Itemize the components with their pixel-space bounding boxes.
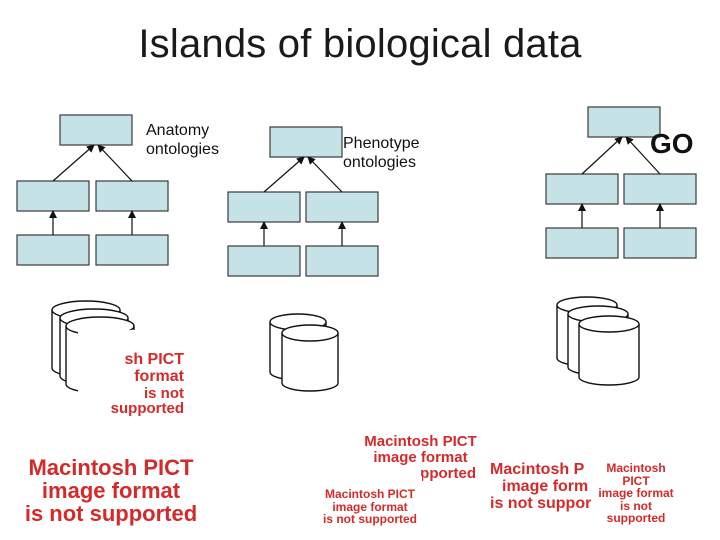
go-database-stack bbox=[556, 296, 640, 386]
go-ontology-tree bbox=[545, 106, 697, 259]
anatomy-root-node bbox=[59, 114, 133, 146]
phenotype-root-node bbox=[269, 126, 343, 158]
unsupported-image-placeholder: Macintosh PICT image format pported bbox=[361, 414, 480, 506]
anatomy-leaf-node-right bbox=[95, 234, 169, 266]
phenotype-edge bbox=[307, 156, 343, 193]
go-edge bbox=[581, 136, 623, 175]
go-leaf-node-right bbox=[623, 227, 697, 259]
anatomy-ontology-tree bbox=[16, 114, 169, 266]
phenotype-ontology-tree bbox=[227, 126, 379, 277]
go-label: GO bbox=[650, 128, 694, 159]
go-leaf-node-left bbox=[545, 227, 619, 259]
anatomy-child-node-left bbox=[16, 180, 90, 212]
phenotype-leaf-node-right bbox=[305, 245, 379, 277]
go-child-node-left bbox=[545, 173, 619, 205]
unsupported-image-placeholder: sh PICT format is not supported bbox=[78, 330, 184, 436]
phenotype-ontologies-label: Phenotype ontologies bbox=[343, 135, 420, 171]
anatomy-edge bbox=[52, 144, 95, 182]
slide-title: Islands of biological data bbox=[138, 22, 582, 66]
database-icon bbox=[578, 315, 640, 386]
phenotype-leaf-node-left bbox=[227, 245, 301, 277]
go-edge bbox=[625, 136, 661, 175]
phenotype-edge bbox=[263, 156, 305, 193]
database-icon bbox=[281, 324, 339, 392]
anatomy-child-node-right bbox=[95, 180, 169, 212]
phenotype-child-node-right bbox=[305, 191, 379, 223]
anatomy-edge bbox=[97, 144, 133, 182]
unsupported-image-placeholder: Macintosh PICT image format is not suppo… bbox=[0, 438, 222, 540]
phenotype-child-node-left bbox=[227, 191, 301, 223]
go-child-node-right bbox=[623, 173, 697, 205]
go-root-node bbox=[587, 106, 661, 138]
unsupported-image-placeholder: Macintosh PICT image format is not suppo… bbox=[594, 444, 678, 538]
anatomy-ontologies-label: Anatomy ontologies bbox=[146, 122, 219, 158]
phenotype-database-stack bbox=[269, 313, 339, 392]
unsupported-image-placeholder: Macintosh P image form is not suppor bbox=[486, 444, 596, 538]
anatomy-leaf-node-left bbox=[16, 234, 90, 266]
unsupported-image-placeholder: Macintosh PICT image format is not suppo… bbox=[318, 476, 422, 538]
